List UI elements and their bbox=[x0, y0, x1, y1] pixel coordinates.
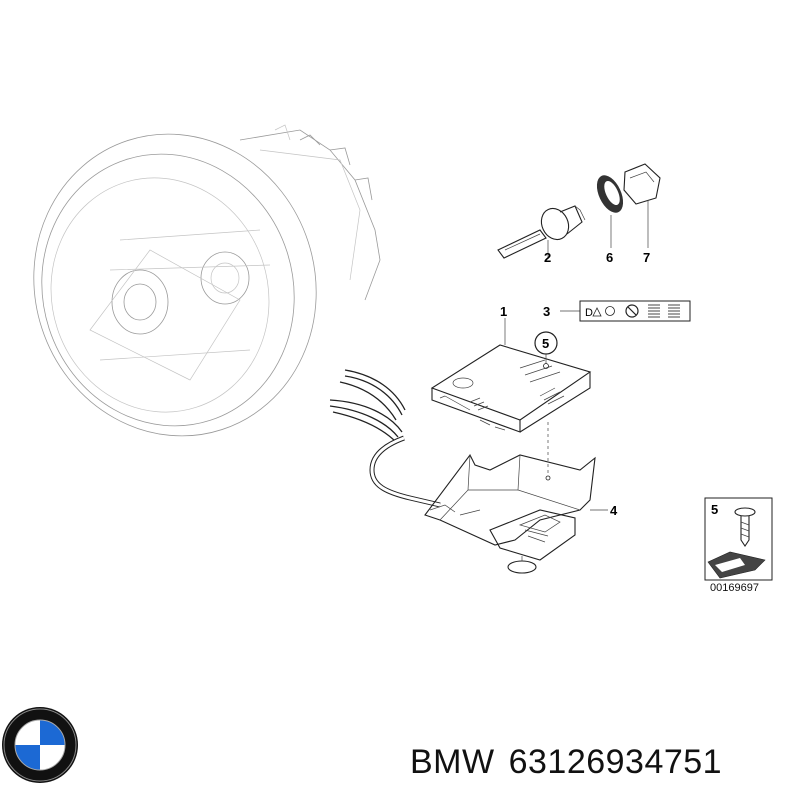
hatched-blocks-icon bbox=[648, 304, 680, 318]
retaining-ring-part-6 bbox=[596, 175, 624, 248]
callout-7: 7 bbox=[643, 250, 650, 265]
label-strip-text: D bbox=[585, 307, 593, 319]
callout-2: 2 bbox=[544, 250, 551, 265]
diagram-reference-number: 00169697 bbox=[710, 582, 759, 594]
callout-6: 6 bbox=[606, 250, 613, 265]
brand-name: BMW bbox=[410, 743, 495, 781]
product-caption: BMW 63126934751 bbox=[410, 742, 736, 782]
warning-label-part-3: D bbox=[560, 300, 691, 322]
cap-part-7 bbox=[623, 163, 661, 248]
callout-4: 4 bbox=[610, 503, 618, 518]
callout-1: 1 bbox=[500, 304, 507, 319]
prohibited-icon bbox=[625, 304, 639, 318]
callout-3: 3 bbox=[543, 304, 550, 319]
wiring-harness bbox=[329, 369, 441, 508]
callout-5: 5 bbox=[542, 336, 549, 351]
warning-triangle-icon bbox=[592, 307, 602, 317]
inset-screw-box bbox=[704, 497, 773, 581]
bmw-logo bbox=[2, 707, 78, 783]
headlight-housing bbox=[33, 124, 381, 437]
bracket-part-4 bbox=[424, 453, 608, 574]
person-icon bbox=[605, 306, 615, 316]
part-number: 63126934751 bbox=[508, 743, 723, 781]
inset-callout-5: 5 bbox=[711, 502, 718, 517]
ballast-unit-part-1 bbox=[430, 318, 592, 481]
bulb-part-2 bbox=[497, 205, 586, 259]
callout-5-circle bbox=[534, 331, 558, 369]
